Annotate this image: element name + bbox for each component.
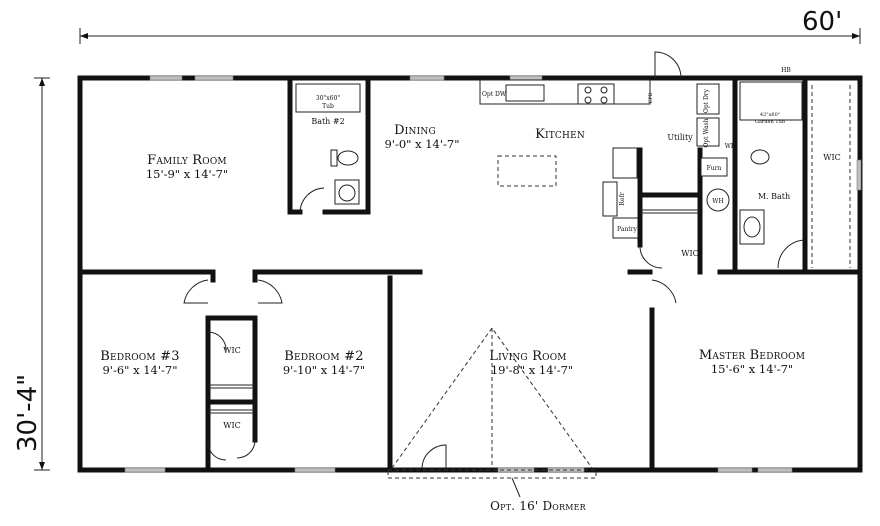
depth-dimension [34,77,50,471]
wb-label: WB [725,143,736,150]
bath2-tub [295,83,361,113]
garden-tub [739,81,803,121]
wic-utility-label: WIC [681,249,699,258]
window [294,467,336,473]
opt-dormer-outline [387,327,597,498]
opt-wash-label: Opt Wash [703,118,710,147]
bedroom2-name: Bedroom #2 [284,349,363,364]
bedroom3-size: 9'-6" x 14'-7" [102,363,177,377]
window [409,75,445,81]
kitchen-name: Kitchen [535,127,585,142]
family-room-size: 15'-9" x 14'-7" [146,167,228,181]
window [509,75,543,81]
opt-dryer [696,83,720,115]
furn-label: Furn [707,165,722,172]
living-room-size: 19'-8" x 14'-7" [491,363,573,377]
master-bedroom-name: Master Bedroom [699,348,805,363]
window [149,75,183,81]
water-heater [706,188,730,212]
furnace [700,157,728,177]
epb-label: EPB [648,92,654,103]
front-door [654,51,682,79]
refr-label: Refr [619,192,626,205]
opt-dw-label: Opt DW [482,91,507,98]
range-icon [577,83,615,105]
bedroom2-size: 9'-10" x 14'-7" [283,363,365,377]
dining-size: 9'-0" x 14'-7" [384,137,459,151]
wic-bed2-label: WIC [223,421,241,430]
wh-label: WH [712,198,723,205]
dining-name: Dining [394,123,436,138]
window [856,159,862,191]
opt-washer [696,117,720,147]
bath2-tub-size: 30"x60" [316,95,340,102]
master-tub-size: 42"x60" [760,112,780,118]
master-tub-label: Garden Tub [755,119,785,125]
opt-island [497,155,557,187]
bedroom3-name: Bedroom #3 [100,349,179,364]
toilet-icon [750,149,770,165]
window [124,467,166,473]
toilet-icon [337,150,359,166]
opt-dry-label: Opt Dry [703,88,710,113]
master-bedroom-size: 15'-6" x 14'-7" [711,362,793,376]
window [717,467,753,473]
living-room-name: Living Room [489,349,566,364]
width-label: 60' [802,7,842,37]
window [757,467,793,473]
refrigerator [602,181,618,217]
window [194,75,234,81]
bath2-name: Bath #2 [311,117,344,126]
master-bath-name: M. Bath [758,192,790,201]
utility-name: Utility [667,133,693,142]
dormer-label: Opt. 16' Dormer [490,499,587,513]
sink-icon [505,84,545,102]
depth-label: 30'-4" [13,374,43,452]
wic-bed3-label: WIC [223,346,241,355]
bath2-tub-label: Tub [322,103,334,110]
family-room-name: Family Room [147,153,227,168]
wic-master-bath-label: WIC [823,153,841,162]
hb-label: HB [781,67,791,74]
width-dimension [79,28,861,44]
pantry-label: Pantry [617,226,637,233]
